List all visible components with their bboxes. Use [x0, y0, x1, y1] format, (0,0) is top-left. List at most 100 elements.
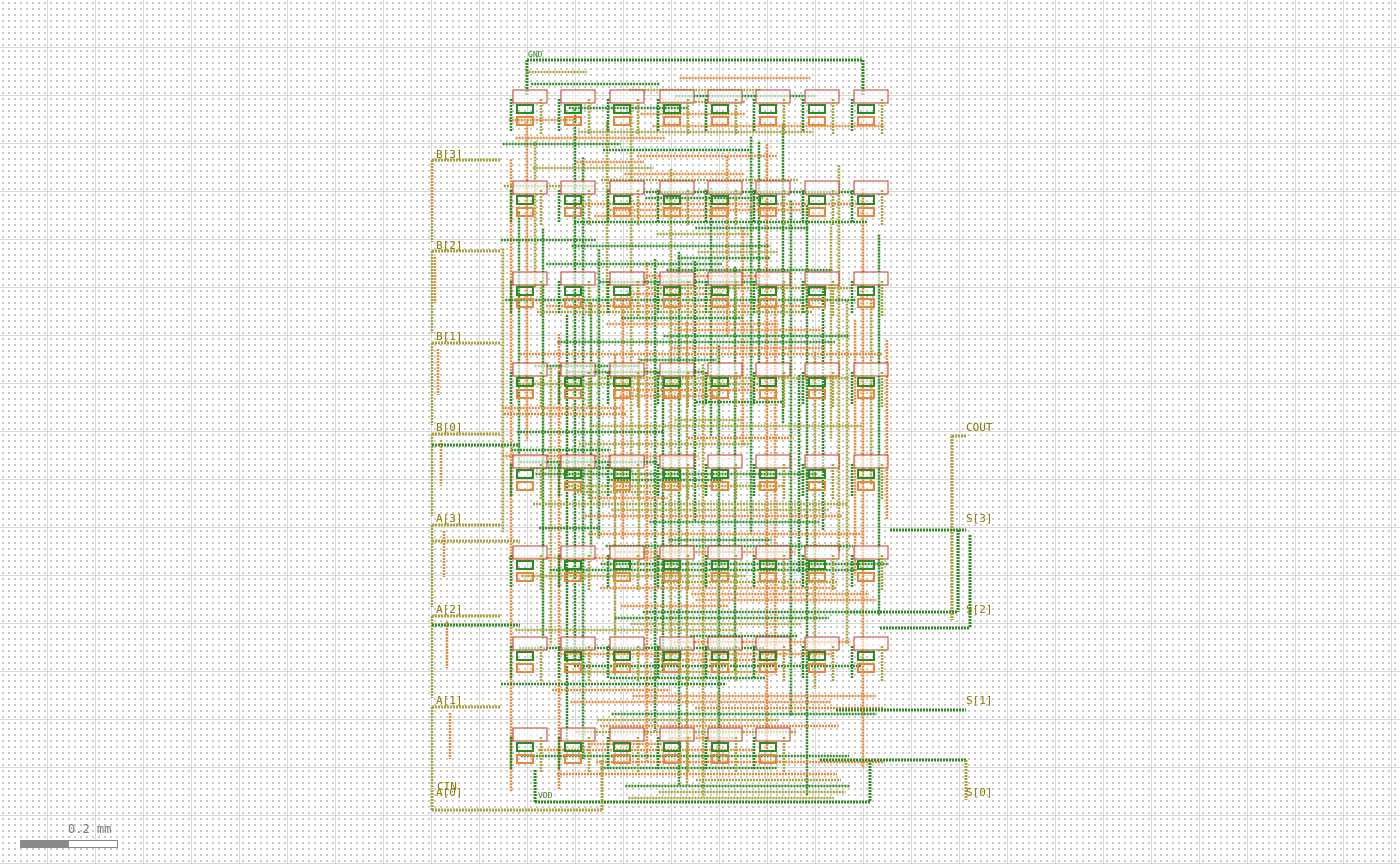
cell-diffusion: [857, 481, 875, 491]
cell-diffusion: [516, 742, 534, 752]
input-pin-label[interactable]: A[3]: [436, 512, 463, 525]
cell-diffusion: [759, 481, 777, 491]
cell-contact: [707, 89, 743, 104]
cell-diffusion: [857, 116, 875, 126]
input-pin-label[interactable]: B[0]: [436, 421, 463, 434]
cell-diffusion: [613, 116, 631, 126]
cell-diffusion: [613, 663, 631, 673]
cell-diffusion: [613, 481, 631, 491]
cell-diffusion: [857, 651, 875, 661]
cell-diffusion: [564, 651, 582, 661]
cell-diffusion: [663, 742, 681, 752]
cell-diffusion: [663, 469, 681, 479]
cell-diffusion: [564, 195, 582, 205]
cell-diffusion: [857, 663, 875, 673]
output-pin-label[interactable]: S[0]: [966, 786, 993, 799]
cell-diffusion: [663, 481, 681, 491]
cell-contact: [804, 89, 840, 104]
cell-contact: [707, 636, 743, 651]
cell-diffusion: [759, 377, 777, 387]
cell-diffusion: [759, 651, 777, 661]
cell-contact: [755, 727, 791, 742]
cell-contact: [512, 636, 548, 651]
output-pin-label[interactable]: S[2]: [966, 603, 993, 616]
cell-diffusion: [759, 286, 777, 296]
cell-contact: [659, 362, 695, 377]
cell-contact: [609, 727, 645, 742]
cell-diffusion: [564, 663, 582, 673]
cell-diffusion: [759, 572, 777, 582]
cell-diffusion: [564, 286, 582, 296]
cell-contact: [707, 362, 743, 377]
ground-net-label[interactable]: GND: [528, 50, 543, 59]
cell-diffusion: [564, 572, 582, 582]
cell-diffusion: [711, 389, 729, 399]
cell-contact: [560, 636, 596, 651]
cell-diffusion: [711, 742, 729, 752]
input-pin-label[interactable]: A[0]: [436, 786, 463, 799]
cell-contact: [659, 636, 695, 651]
input-pin-label[interactable]: B[3]: [436, 148, 463, 161]
cell-diffusion: [711, 469, 729, 479]
cell-contact: [560, 727, 596, 742]
cell-diffusion: [516, 207, 534, 217]
cell-diffusion: [857, 286, 875, 296]
cell-contact: [804, 636, 840, 651]
cell-layer: [509, 89, 889, 773]
cell-diffusion: [759, 298, 777, 308]
cell-diffusion: [759, 754, 777, 764]
cell-diffusion: [711, 481, 729, 491]
scale-track: [20, 840, 118, 848]
cell-diffusion: [808, 207, 826, 217]
input-pin-label[interactable]: A[1]: [436, 694, 463, 707]
cell-diffusion: [663, 572, 681, 582]
input-pin-label[interactable]: B[2]: [436, 239, 463, 252]
cell-diffusion: [759, 560, 777, 570]
cell-diffusion: [663, 651, 681, 661]
cell-contact: [512, 727, 548, 742]
wire-layer: [430, 58, 972, 812]
input-pin-label[interactable]: A[2]: [436, 603, 463, 616]
cell-contact: [755, 362, 791, 377]
supply-net-label[interactable]: VDD: [538, 791, 553, 800]
input-pin-label[interactable]: CIN: [437, 780, 457, 793]
cell-diffusion: [808, 560, 826, 570]
cell-diffusion: [711, 286, 729, 296]
cell-contact: [853, 545, 889, 560]
output-pin-label[interactable]: COUT: [966, 421, 993, 434]
cell-contact: [560, 362, 596, 377]
cell-contact: [853, 89, 889, 104]
cell-diffusion: [711, 754, 729, 764]
output-pin-label[interactable]: S[1]: [966, 694, 993, 707]
cell-contact: [707, 271, 743, 286]
cell-contact: [659, 180, 695, 195]
cell-contact: [804, 180, 840, 195]
cell-diffusion: [613, 742, 631, 752]
cell-diffusion: [808, 195, 826, 205]
cell-contact: [707, 454, 743, 469]
cell-diffusion: [711, 195, 729, 205]
cell-diffusion: [857, 572, 875, 582]
cell-diffusion: [613, 298, 631, 308]
cell-diffusion: [516, 481, 534, 491]
cell-contact: [804, 362, 840, 377]
cell-contact: [659, 89, 695, 104]
cell-diffusion: [613, 572, 631, 582]
cell-diffusion: [711, 560, 729, 570]
cell-contact: [755, 454, 791, 469]
cell-contact: [853, 362, 889, 377]
cell-diffusion: [711, 572, 729, 582]
cell-diffusion: [759, 389, 777, 399]
cell-contact: [707, 180, 743, 195]
cell-diffusion: [663, 560, 681, 570]
scale-label: 0.2 mm: [68, 822, 112, 836]
cell-diffusion: [564, 754, 582, 764]
pin-layer: B[3] B[2] B[1] B[0] A[3] A[2] A[1] A[0] …: [436, 50, 993, 800]
cell-diffusion: [663, 663, 681, 673]
cell-contact: [707, 545, 743, 560]
cell-diffusion: [564, 481, 582, 491]
cell-diffusion: [759, 469, 777, 479]
output-pin-label[interactable]: S[3]: [966, 512, 993, 525]
input-pin-label[interactable]: B[1]: [436, 330, 463, 343]
